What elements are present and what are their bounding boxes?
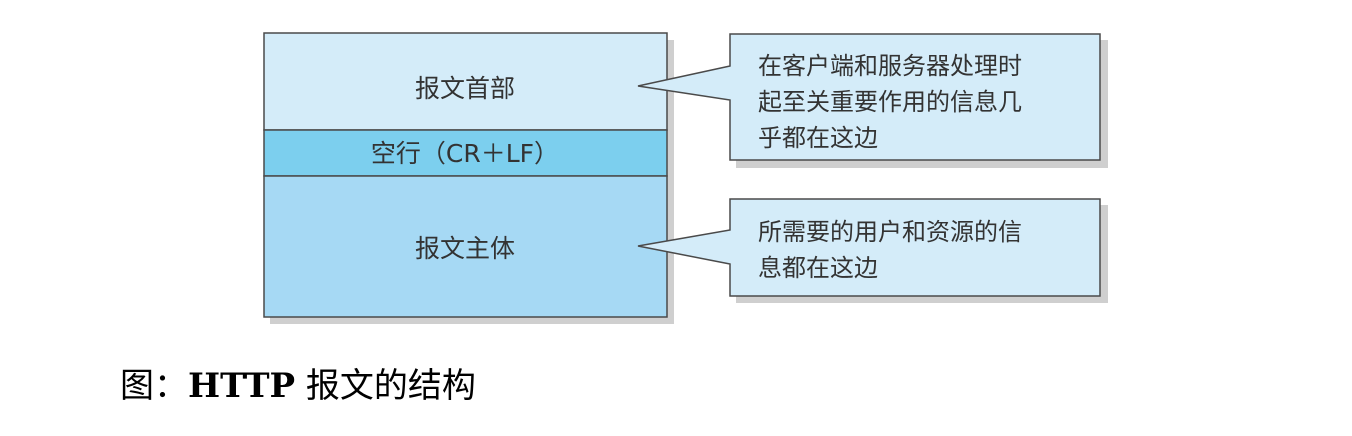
callout-body-line-2: 息都在这边 (758, 254, 878, 282)
caption-suffix: 报文的结构 (295, 366, 476, 406)
callout-body-line-1: 所需要的用户和资源的信 (758, 218, 1022, 246)
caption-bold-term: HTTP (188, 366, 296, 406)
figure-caption: 图：HTTP 报文的结构 (120, 362, 476, 410)
section-header-label: 报文首部 (415, 74, 515, 103)
callout-body-bubble (637, 198, 1101, 297)
http-message-diagram: 报文首部 空行（CR＋LF） 报文主体 在客户端和服务器处理时 起至关重要作用的… (263, 32, 1108, 324)
section-body-label: 报文主体 (415, 234, 515, 263)
callout-body-text: 所需要的用户和资源的信 息都在这边 (758, 218, 1030, 282)
caption-prefix: 图： (120, 366, 188, 406)
callout-header-line-2: 起至关重要作用的信息几 (758, 88, 1022, 116)
callout-header-bubble (637, 33, 1101, 161)
callout-header-line-3: 乎都在这边 (758, 124, 878, 152)
callout-header-text: 在客户端和服务器处理时 起至关重要作用的信息几 乎都在这边 (758, 52, 1030, 152)
section-blank-line-label: 空行（CR＋LF） (371, 139, 559, 168)
callout-header-line-1: 在客户端和服务器处理时 (758, 52, 1022, 80)
section-body-box (263, 175, 668, 318)
